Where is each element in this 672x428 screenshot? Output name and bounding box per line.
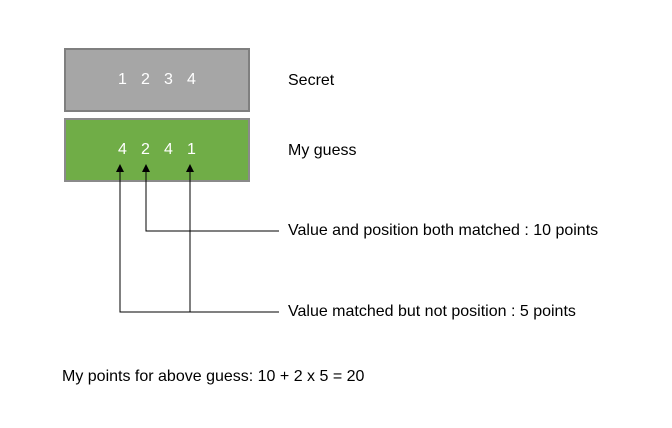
guess-digit: 1 bbox=[187, 141, 196, 158]
secret-digit: 4 bbox=[187, 71, 196, 88]
value-match-annotation: Value matched but not position : 5 point… bbox=[288, 303, 576, 320]
guess-label: My guess bbox=[288, 142, 357, 159]
position-match-annotation: Value and position both matched : 10 poi… bbox=[288, 222, 599, 239]
secret-label: Secret bbox=[288, 72, 335, 89]
secret-digit: 1 bbox=[118, 71, 127, 88]
guess-digit: 4 bbox=[164, 141, 173, 158]
guess-digits: 4 2 4 1 bbox=[111, 141, 203, 159]
guess-digit: 2 bbox=[141, 141, 150, 158]
guess-digit: 4 bbox=[118, 141, 127, 158]
arrow-value-match-first bbox=[116, 164, 279, 313]
arrow-position-match bbox=[142, 164, 279, 232]
secret-digit: 3 bbox=[164, 71, 173, 88]
secret-digits: 1 2 3 4 bbox=[111, 71, 203, 89]
secret-box: 1 2 3 4 bbox=[64, 48, 250, 112]
guess-box: 4 2 4 1 bbox=[64, 118, 250, 182]
secret-digit: 2 bbox=[141, 71, 150, 88]
points-summary: My points for above guess: 10 + 2 x 5 = … bbox=[62, 368, 365, 385]
